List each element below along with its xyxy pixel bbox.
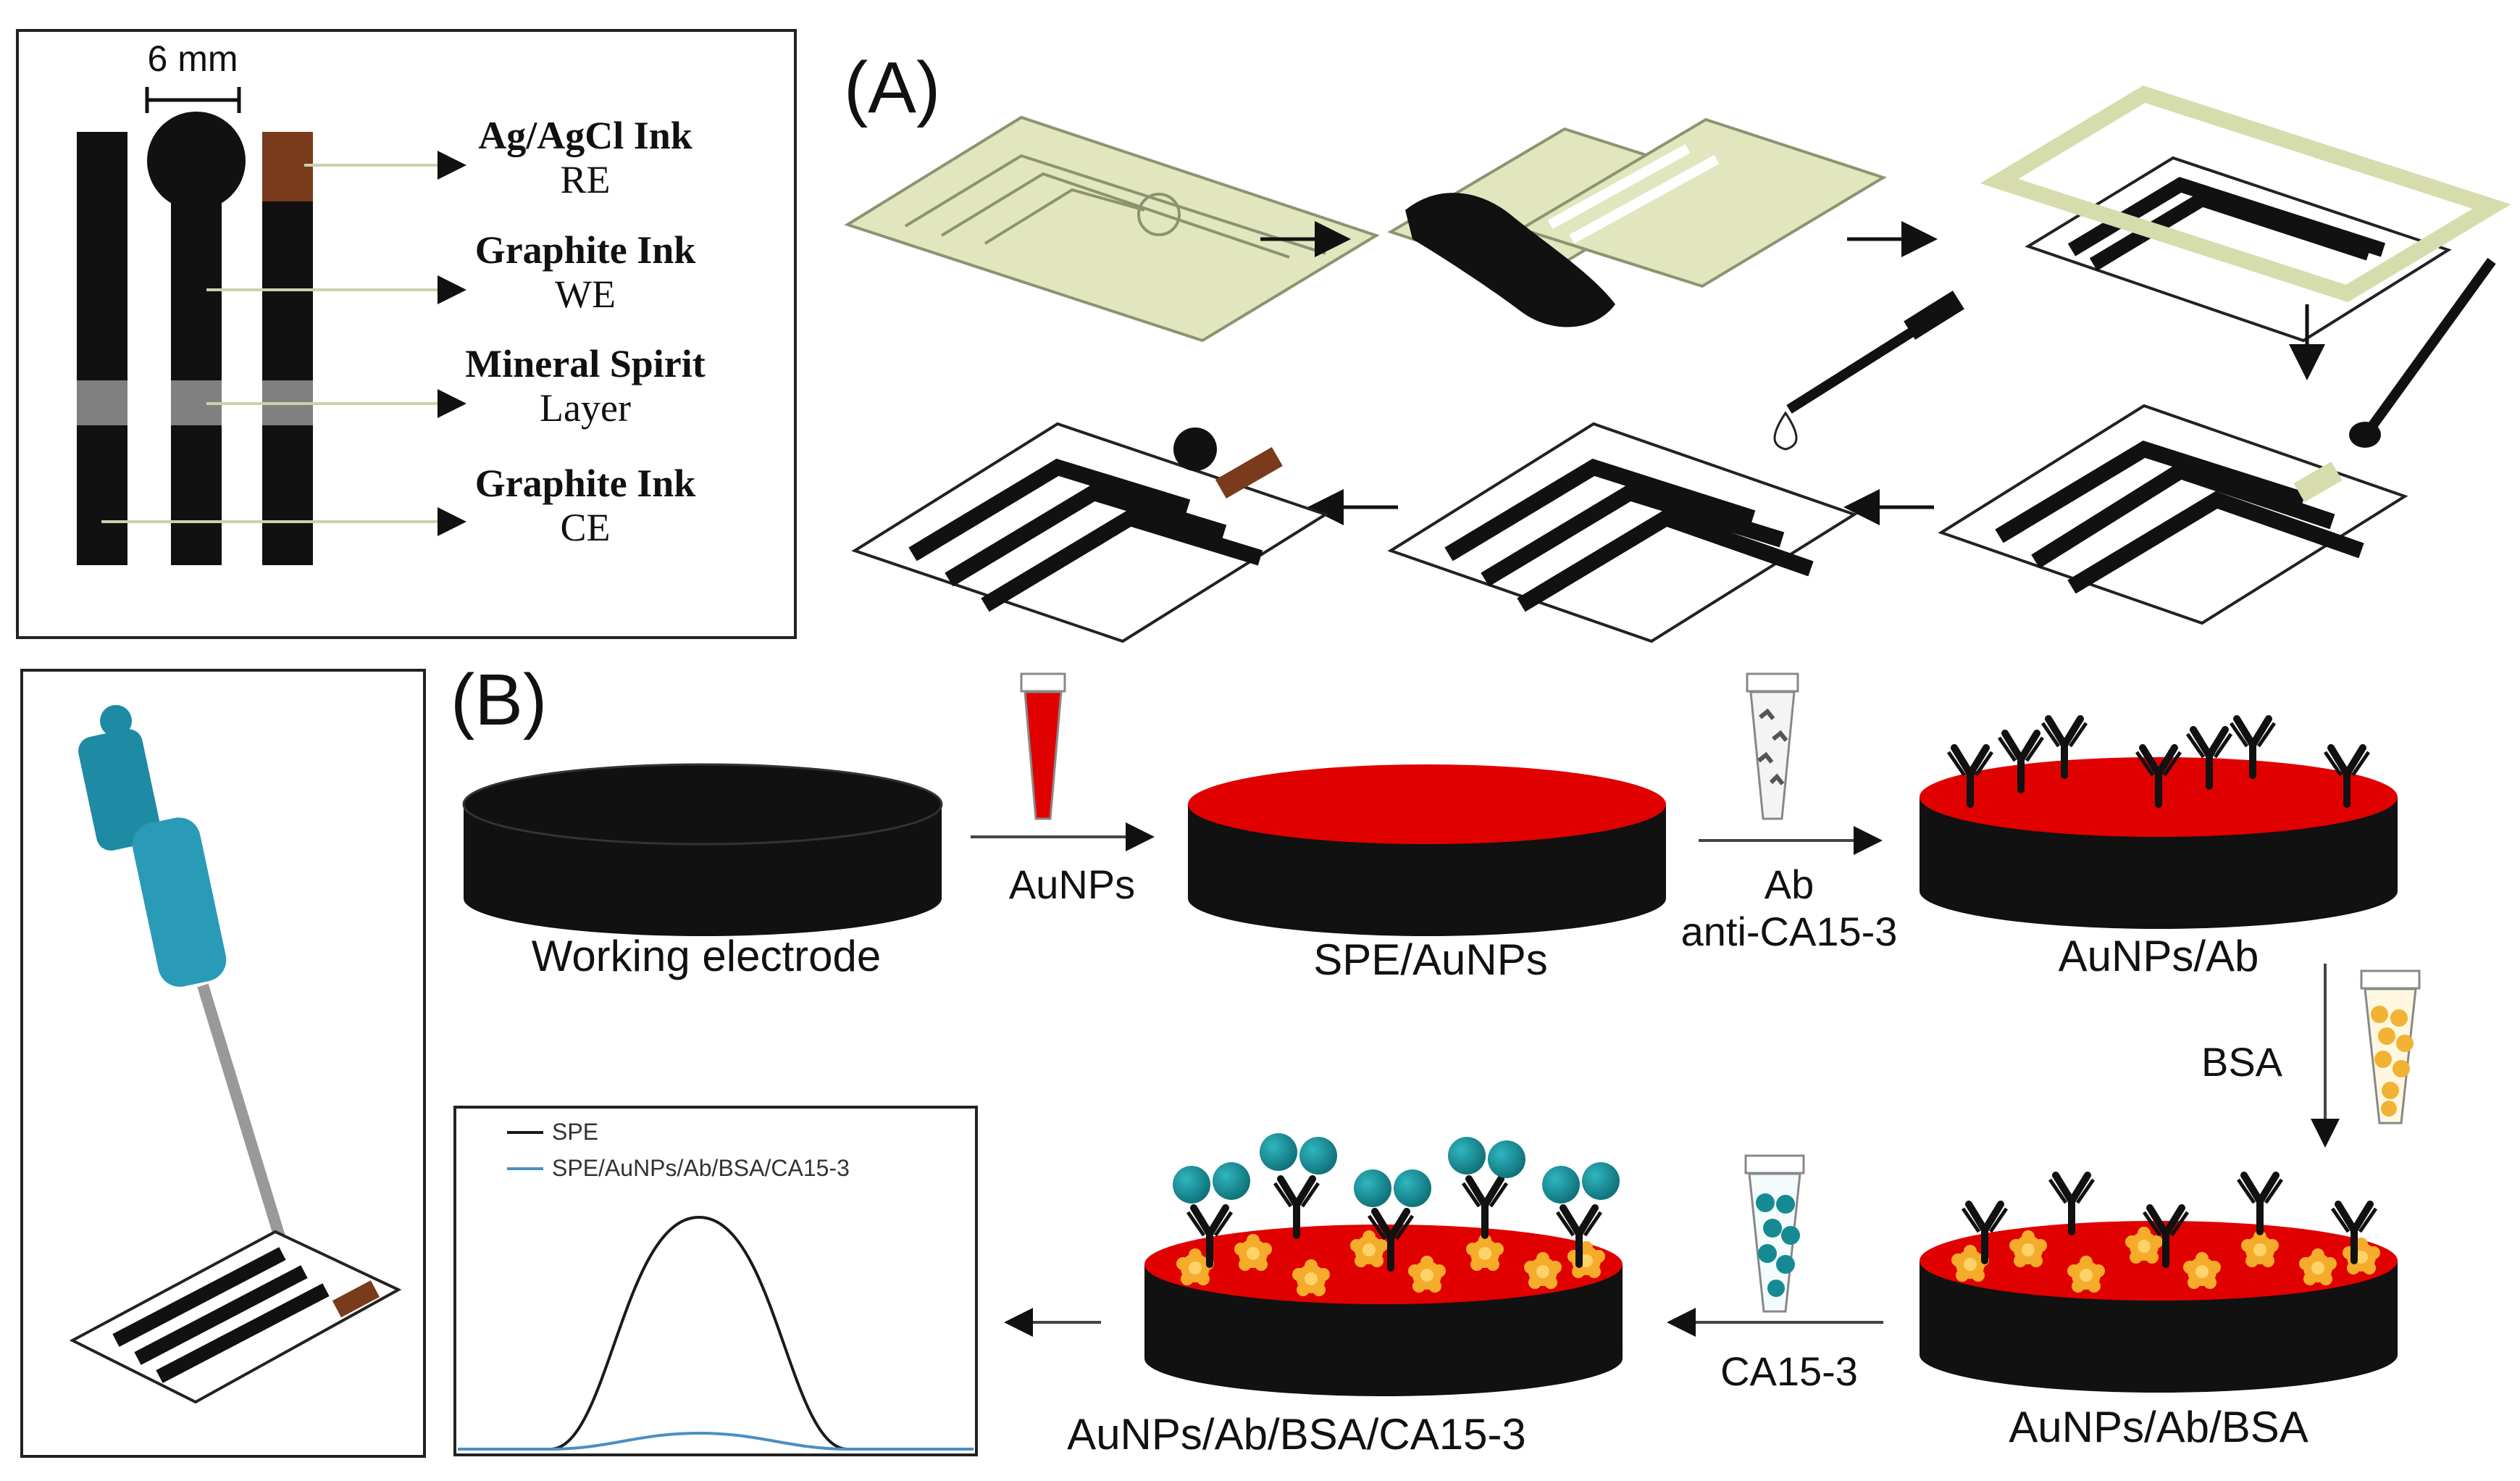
trace-spe [458,1215,974,1451]
mineral-spirit-band [77,380,127,425]
mineral-spirit-brush-step [1938,257,2496,625]
pipette-inset [20,669,426,1458]
reagent-label-ca153: CA15-3 [1720,1348,1858,1394]
aunps-tube [1020,672,1066,820]
layer-4-role: CE [560,506,610,549]
reagent-label-ab-target: anti-CA15-3 [1681,909,1898,954]
layer-4-material: Graphite Ink [475,462,696,505]
scale-bar [145,87,241,113]
stage-aunps-ab-bsa-ca153 [1144,1133,1623,1396]
layer-1-role: RE [560,158,610,201]
layer-3-material: Mineral Spirit [465,342,705,385]
panel-b-assembly: (B) Working electrode AuNPs SPE/AuNPs [451,659,2421,1459]
electrode-layout-inset: 6 mm Ag/AgCl Ink RE Graphite Ink WE [16,29,797,639]
reagent-label-bsa: BSA [2201,1039,2283,1085]
stage-working-electrode [462,763,943,936]
inset-frame [16,29,797,639]
trace-modified [458,1431,974,1451]
dropper-step [1387,291,1964,643]
finished-spe [851,422,1329,643]
reagent-label-aunps: AuNPs [1009,862,1135,907]
stage-label-aunps-ab-bsa: AuNPs/Ab/BSA [2009,1403,2308,1451]
ink-on-stencil [1387,117,1887,328]
reference-electrode-strip [262,132,313,565]
layer-2-material: Graphite Ink [475,228,696,272]
layer-2-role: WE [555,272,616,316]
ca153-tube [1744,1154,1805,1313]
legend-label-spe: SPE [552,1119,598,1145]
printed-strips-stencil-lifted [1980,85,2511,343]
stage-label-working-electrode: Working electrode [532,932,881,980]
layer-1-material: Ag/AgCl Ink [478,114,692,157]
antibody-tube [1746,672,1799,820]
legend-label-modified: SPE/AuNPs/Ab/BSA/CA15-3 [552,1155,850,1181]
stage-label-aunps-ab-bsa-ca153: AuNPs/Ab/BSA/CA15-3 [1067,1410,1526,1459]
voltammogram-plot: SPE SPE/AuNPs/Ab/BSA/CA15-3 [453,1106,978,1456]
stage-spe-aunps [1188,764,1666,936]
reagent-label-ab: Ab [1765,862,1814,907]
stencil-sheet [844,115,1380,343]
stage-aunps-ab-bsa [1920,1175,2398,1393]
panel-a-label: (A) [844,47,940,128]
layer-3-role: Layer [540,386,631,430]
bsa-tube [2360,969,2421,1125]
counter-electrode-strip [77,132,127,565]
scale-bar-label: 6 mm [148,38,238,79]
stage-aunps-ab [1920,719,2398,929]
stage-label-aunps-ab: AuNPs/Ab [2059,932,2259,980]
panel-a-fabrication: (A) [844,47,2511,643]
working-electrode-strip [147,112,246,565]
panel-b-label: (B) [451,659,547,740]
pipette-illustration [78,705,314,1298]
plot-frame [453,1106,978,1456]
stage-label-spe-aunps: SPE/AuNPs [1313,935,1547,984]
spe-under-pipette [69,1230,402,1404]
